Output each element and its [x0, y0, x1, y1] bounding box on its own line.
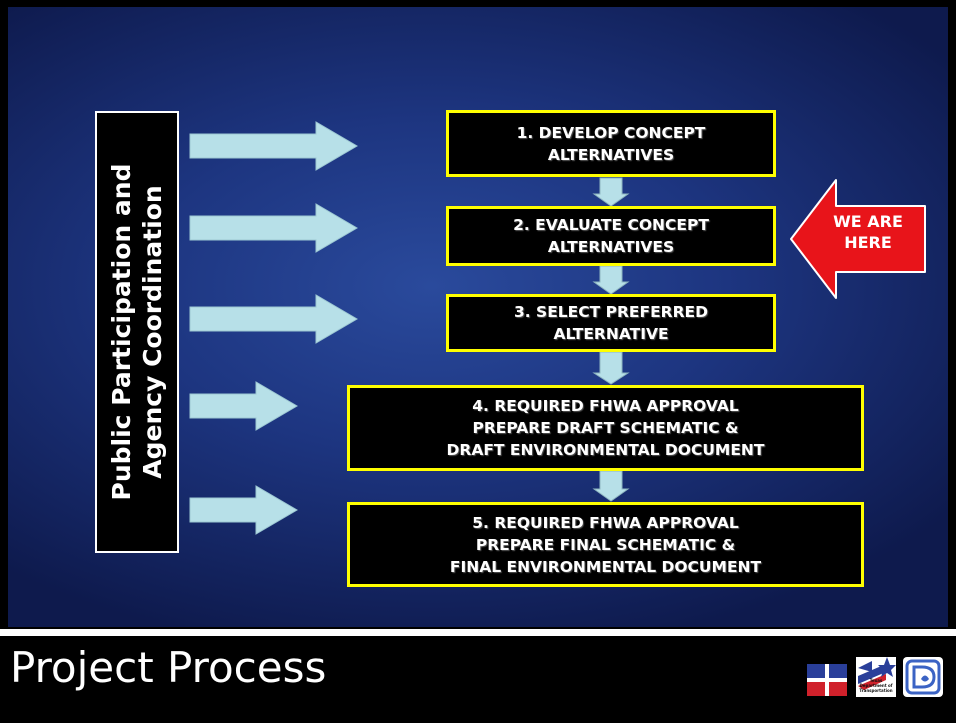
slide-title: Project Process — [10, 643, 327, 692]
arrow-right-1 — [189, 121, 358, 171]
step-4-line1: 4. REQUIRED FHWA APPROVAL — [472, 397, 739, 415]
arrow-right-2 — [189, 203, 358, 253]
arrow-down-4 — [592, 470, 630, 502]
step-1-line1: 1. DEVELOP CONCEPT — [516, 123, 706, 142]
step-2-line1: 2. EVALUATE CONCEPT — [513, 216, 709, 234]
step-1-line2: ALTERNATIVES — [547, 145, 675, 164]
we-are-here-line2: HERE — [844, 233, 892, 252]
step-1-box: 1. DEVELOP CONCEPT ALTERNATIVES — [446, 110, 776, 177]
arrow-down-1 — [592, 177, 630, 207]
we-are-here-line1: WE ARE — [833, 212, 903, 231]
step-5-line2: PREPARE FINAL SCHEMATIC & — [475, 535, 736, 554]
arrow-right-5 — [189, 485, 298, 535]
step-4-line3: DRAFT ENVIRONMENTAL DOCUMENT — [446, 441, 765, 459]
we-are-here-arrow — [790, 179, 926, 299]
side-label-line2: Agency Coordination — [138, 185, 167, 479]
step-4-line2: PREPARE DRAFT SCHEMATIC & — [472, 419, 739, 437]
footer-divider — [0, 629, 956, 636]
step-2-line2: ALTERNATIVES — [547, 238, 675, 256]
arrow-right-4 — [189, 381, 298, 431]
dept-logo-icon — [903, 657, 943, 697]
side-label-line1: Public Participation and — [107, 163, 136, 501]
side-label-box: Public Participation and Agency Coordina… — [95, 111, 179, 553]
arrow-down-2 — [592, 265, 630, 295]
arrow-down-3 — [592, 351, 630, 385]
arrow-right-3 — [189, 294, 358, 344]
step-4-box: 4. REQUIRED FHWA APPROVAL PREPARE DRAFT … — [347, 385, 864, 471]
we-are-here-label: WE ARE HERE — [819, 211, 917, 264]
side-label-text: Public Participation and Agency Coordina… — [106, 164, 168, 501]
flag-logo-icon — [807, 664, 847, 696]
txdot-logo-text: Texas Department of Transportation — [859, 678, 893, 693]
step-3-line1: 3. SELECT PREFERRED — [513, 303, 708, 321]
txdot-logo-icon — [856, 657, 896, 697]
step-3-box: 3. SELECT PREFERRED ALTERNATIVE — [446, 294, 776, 352]
step-2-box: 2. EVALUATE CONCEPT ALTERNATIVES — [446, 206, 776, 266]
step-5-box: 5. REQUIRED FHWA APPROVAL PREPARE FINAL … — [347, 502, 864, 587]
step-5-line3: FINAL ENVIRONMENTAL DOCUMENT — [449, 557, 762, 576]
step-5-line1: 5. REQUIRED FHWA APPROVAL — [472, 513, 739, 532]
step-3-line2: ALTERNATIVE — [553, 325, 669, 343]
